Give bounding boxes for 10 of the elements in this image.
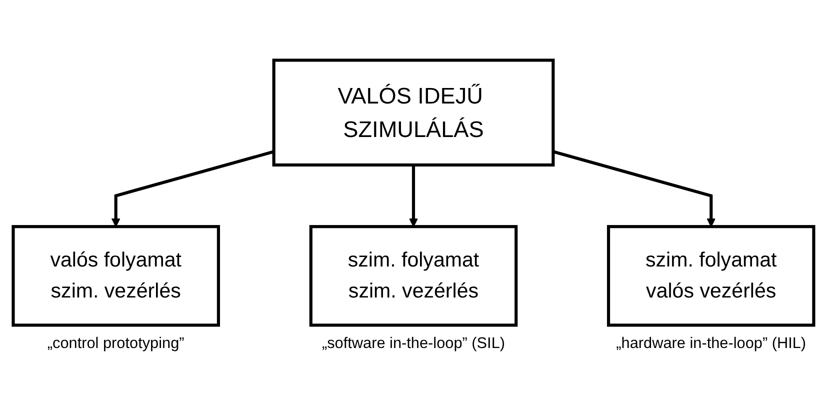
node-caption: „software in-the-loop” (SIL) [322, 334, 506, 352]
node-caption: „control prototyping” [47, 334, 184, 352]
node-box: szim. folyamat valós vezérlés [607, 224, 816, 326]
arrow [552, 150, 716, 226]
node-box: valós folyamat szim. vezérlés [12, 224, 220, 326]
arrow [111, 150, 274, 226]
node-box: szim. folyamat szim. vezérlés [309, 224, 518, 326]
node-box: VALÓS IDEJŰ SZIMULÁLÁS [272, 58, 555, 166]
node-caption: „hardware in-the-loop” (HIL) [616, 334, 806, 352]
arrow [409, 164, 418, 226]
